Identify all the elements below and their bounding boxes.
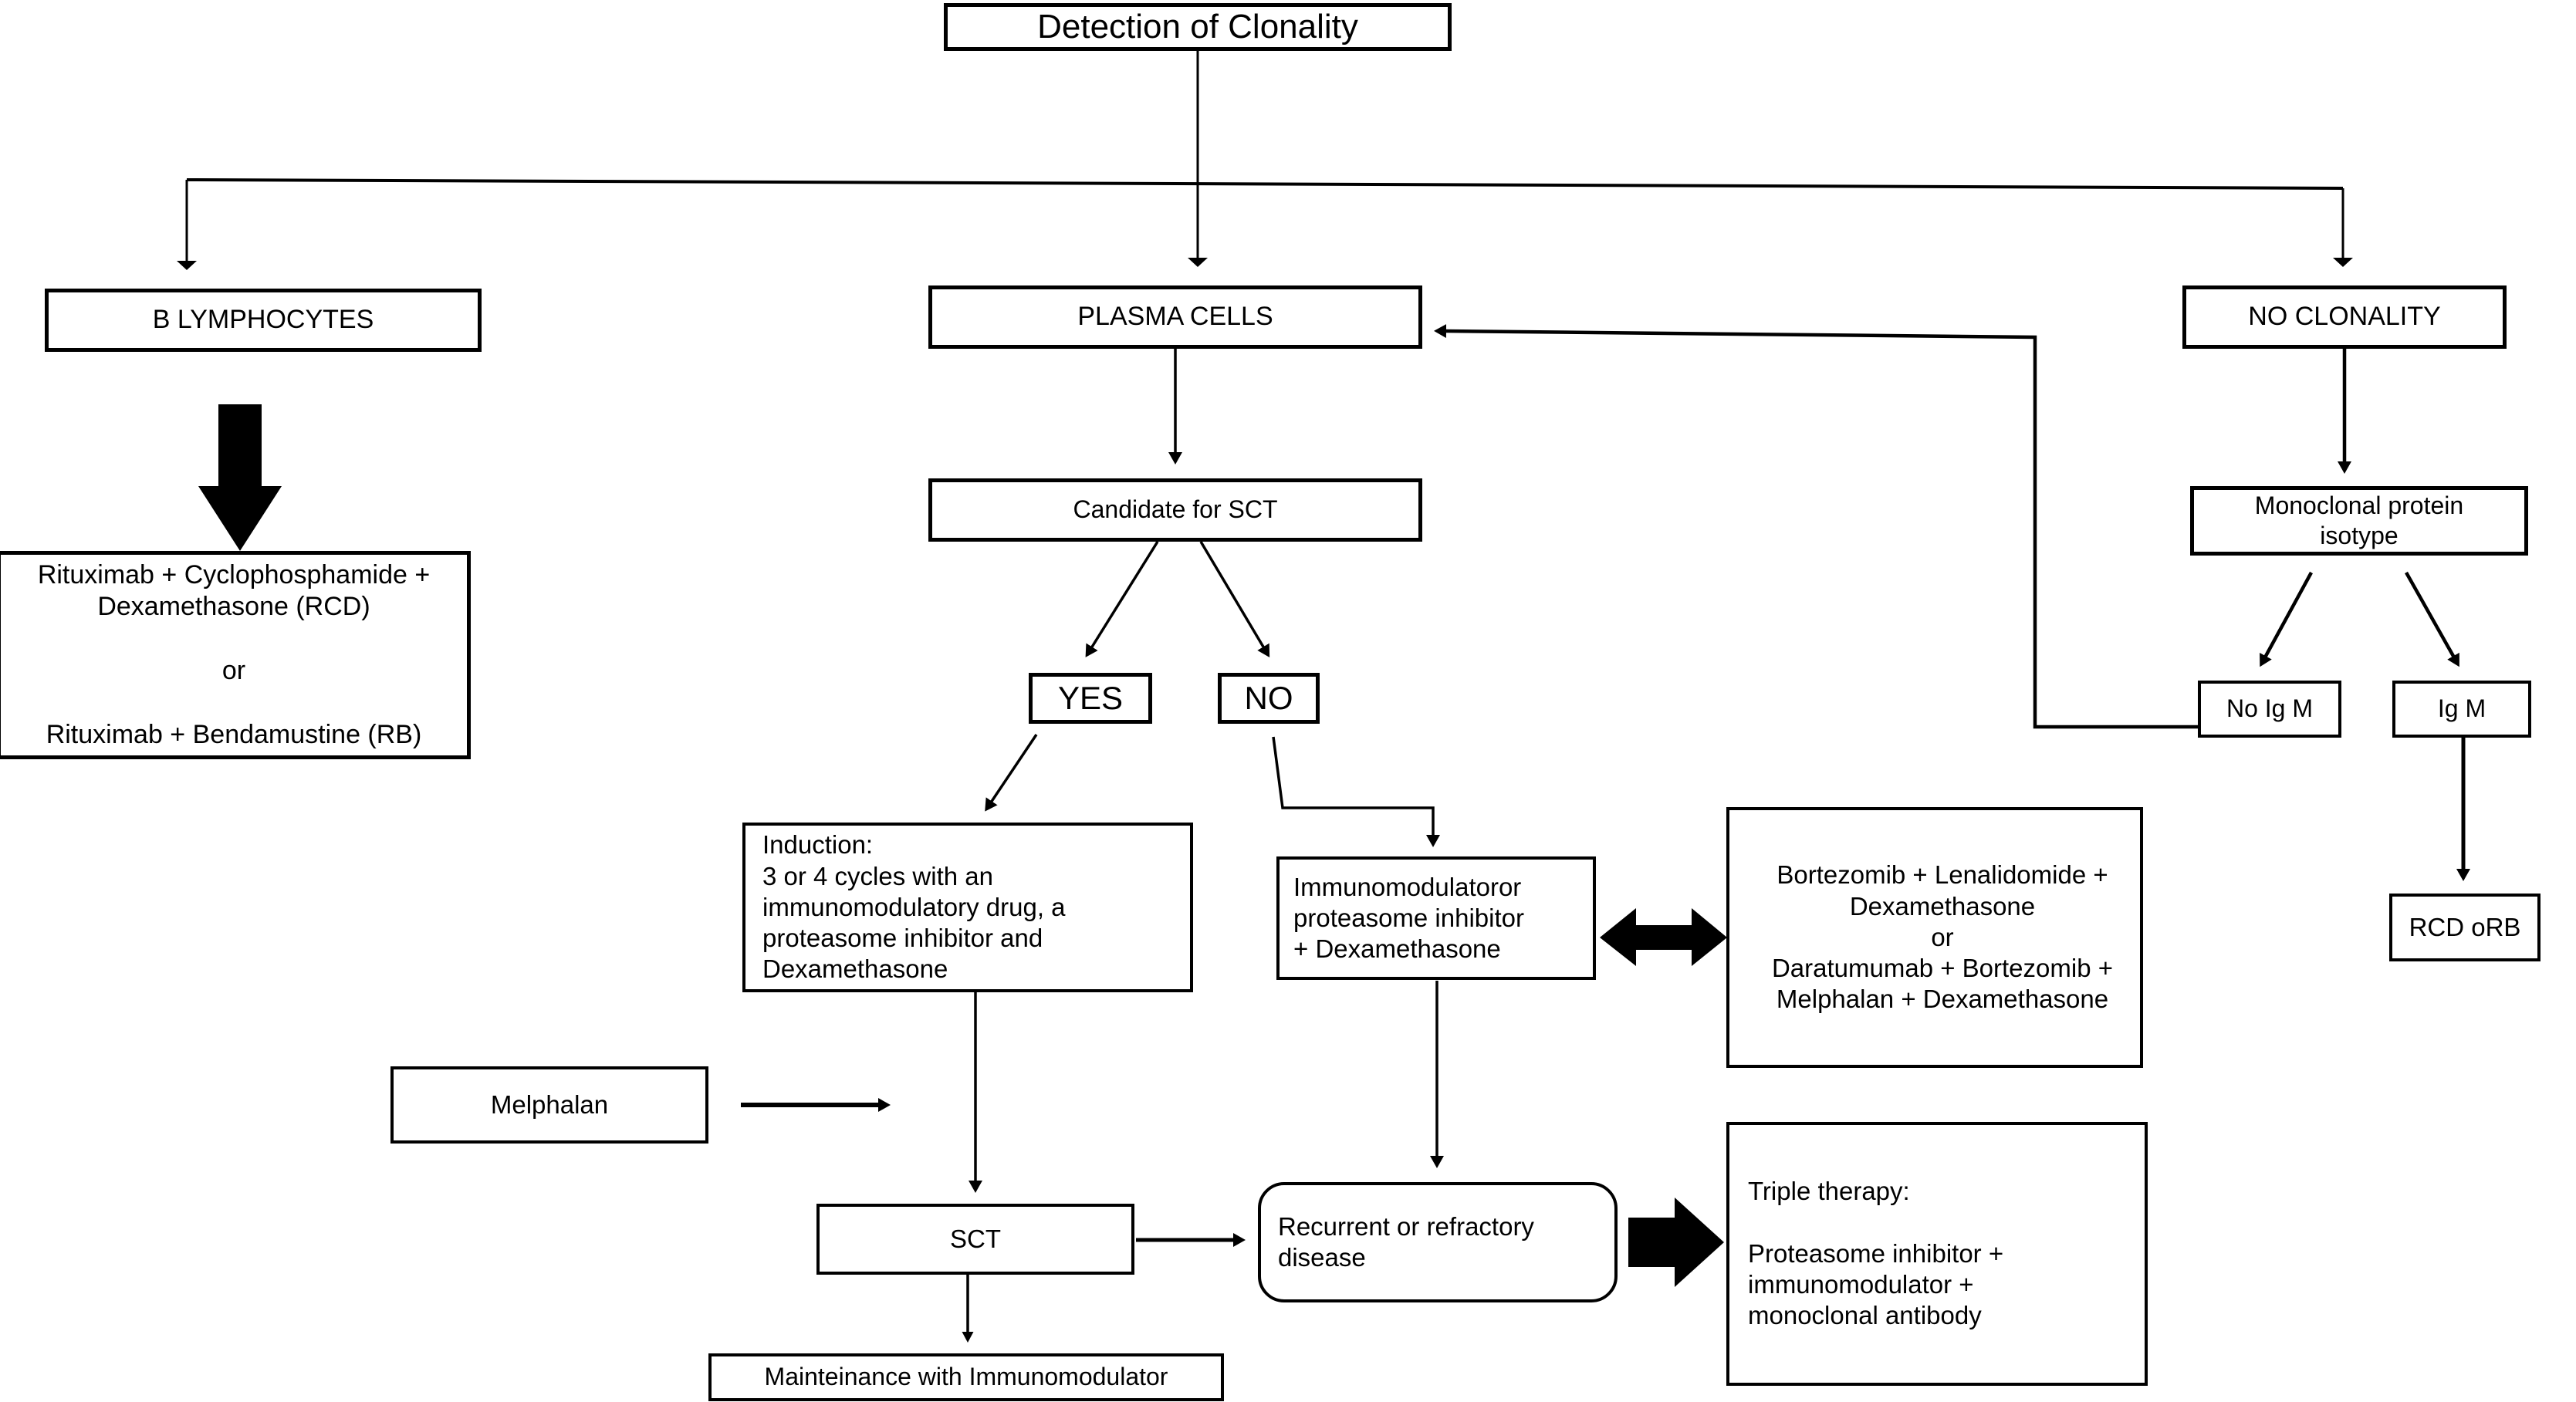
node-maintenance-with-immunomodulator[interactable]: Mainteinance with Immunomodulator <box>708 1353 1224 1401</box>
edge-no-to-immunomodulator <box>1272 736 1440 847</box>
node-ig-m[interactable]: Ig M <box>2392 681 2531 738</box>
node-no-clonality[interactable]: NO CLONALITY <box>2182 285 2507 349</box>
node-rcd-orb[interactable]: RCD oRB <box>2389 894 2541 961</box>
edge-monoclonal-isotype-to-no-igm <box>2260 571 2313 667</box>
node-triple-therapy[interactable]: Triple therapy: Proteasome inhibitor + i… <box>1726 1122 2148 1386</box>
node-no[interactable]: NO <box>1218 673 1320 724</box>
edge-no-igm-feedback-to-plasma-cells <box>1434 324 2198 729</box>
node-induction[interactable]: Induction: 3 or 4 cycles with an immunom… <box>742 823 1193 992</box>
node-no-ig-m[interactable]: No Ig M <box>2198 681 2341 738</box>
node-rituximab-regimens[interactable]: Rituximab + Cyclophosphamide + Dexametha… <box>0 551 471 759</box>
node-sct[interactable]: SCT <box>816 1204 1134 1275</box>
node-detection-of-clonality[interactable]: Detection of Clonality <box>944 3 1452 51</box>
node-melphalan[interactable]: Melphalan <box>390 1066 708 1144</box>
edge-monoclonal-isotype-to-igm <box>2405 571 2459 667</box>
edge-root-distributor-bar <box>186 178 2344 190</box>
node-b-lymphocytes[interactable]: B LYMPHOCYTES <box>45 289 482 352</box>
node-candidate-for-sct[interactable]: Candidate for SCT <box>928 478 1422 542</box>
node-yes[interactable]: YES <box>1029 673 1152 724</box>
node-monoclonal-protein-isotype[interactable]: Monoclonal protein isotype <box>2190 486 2528 556</box>
node-plasma-cells[interactable]: PLASMA CELLS <box>928 285 1422 349</box>
node-bortezomib-regimens[interactable]: Bortezomib + Lenalidomide + Dexamethason… <box>1726 807 2143 1068</box>
edge-candidate-sct-to-yes <box>1085 541 1159 657</box>
edge-immunomodulator-to-bortezomib-double <box>1600 908 1727 966</box>
edge-recurrent-to-triple-therapy <box>1628 1198 1724 1287</box>
edge-b-lymphocytes-to-rituximab <box>198 404 282 551</box>
edge-yes-to-induction <box>985 734 1038 812</box>
node-recurrent-or-refractory-disease[interactable]: Recurrent or refractory disease <box>1258 1182 1618 1302</box>
edge-candidate-sct-to-no <box>1199 541 1270 658</box>
node-immunomodulator-proteasome-inhibitor[interactable]: Immunomodulatoror proteasome inhibitor +… <box>1276 856 1596 980</box>
